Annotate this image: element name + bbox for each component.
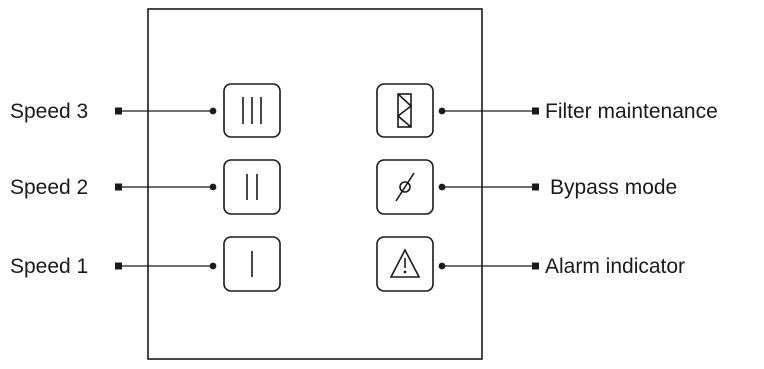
bypass-mode-leader	[438, 183, 539, 191]
bypass-mode-label: Bypass mode	[550, 176, 677, 199]
speed-2-button[interactable]	[223, 159, 281, 215]
speed-3-leader	[115, 107, 217, 115]
filter-maintenance-leader	[438, 107, 539, 115]
bypass-slash-icon	[395, 172, 415, 202]
alarm-indicator-button[interactable]	[376, 236, 434, 292]
speed-1-label: Speed 1	[10, 255, 88, 278]
speed-1-button[interactable]	[223, 236, 281, 292]
alarm-indicator-label: Alarm indicator	[545, 255, 685, 278]
speed-1-leader	[115, 262, 217, 270]
warning-triangle-icon	[389, 248, 421, 278]
speed-3-button[interactable]	[223, 83, 281, 138]
speed-3-label: Speed 3	[10, 100, 88, 123]
alarm-indicator-leader	[438, 262, 539, 270]
filter-icon	[396, 93, 413, 128]
three-vertical-bars-icon	[242, 97, 262, 124]
speed-2-label: Speed 2	[10, 176, 88, 199]
filter-maintenance-label: Filter maintenance	[545, 100, 718, 123]
speed-2-leader	[115, 183, 217, 191]
two-vertical-bars-icon	[246, 174, 258, 200]
filter-maintenance-button[interactable]	[376, 83, 434, 138]
bypass-mode-button[interactable]	[376, 159, 434, 215]
